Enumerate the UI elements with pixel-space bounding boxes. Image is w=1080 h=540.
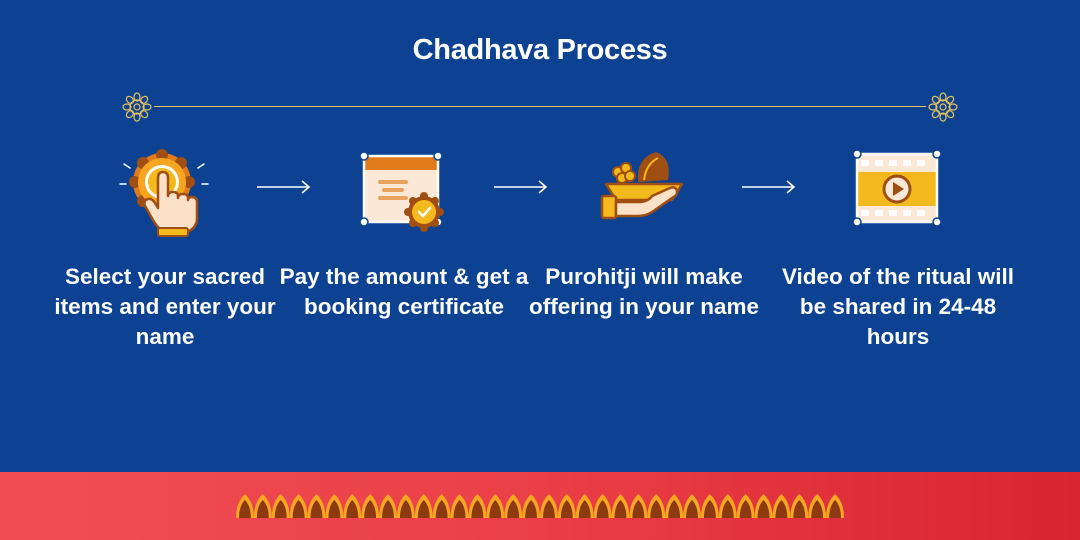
- mandala-icon: [122, 92, 152, 122]
- step-2-text: Pay the amount & get a booking certifica…: [279, 264, 529, 319]
- certificate-icon: [359, 151, 444, 232]
- arrow-right-icon: [494, 180, 548, 194]
- offering-hand-icon: [600, 152, 684, 220]
- page-title: Chadhava Process: [412, 34, 668, 66]
- footer-band: [0, 472, 1080, 540]
- mandala-icon: [928, 92, 958, 122]
- process-panel: Chadhava Process: [54, 34, 1015, 349]
- toran-garland-icon: [236, 494, 844, 518]
- step-1-text: Select your sacred items and enter your …: [54, 264, 276, 349]
- ornamental-divider: [122, 92, 958, 122]
- arrow-right-icon: [742, 180, 796, 194]
- video-play-icon: [852, 149, 942, 227]
- arrow-right-icon: [257, 180, 311, 194]
- hand-tap-icon: [119, 149, 209, 237]
- step-4-text: Video of the ritual will be shared in 24…: [781, 264, 1015, 349]
- step-3-text: Purohitji will make offering in your nam…: [528, 264, 760, 319]
- divider-line: [154, 106, 926, 107]
